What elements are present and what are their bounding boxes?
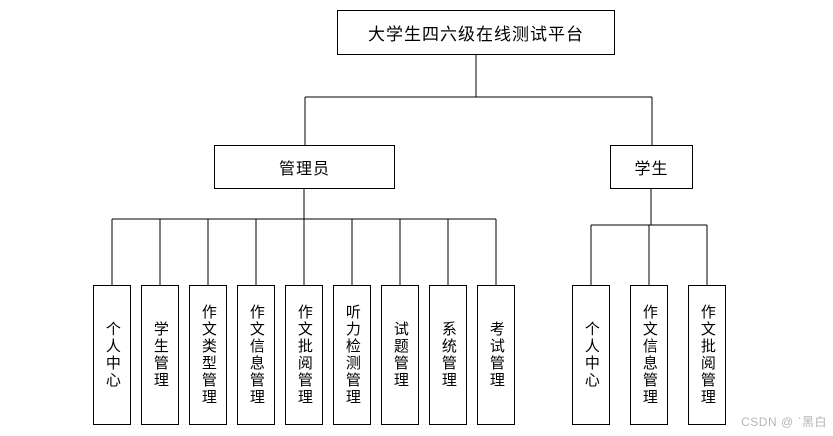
node-admin-child-2[interactable]: 学生管理: [141, 285, 179, 425]
node-label: 系统管理: [439, 321, 457, 389]
node-role-admin[interactable]: 管理员: [214, 145, 395, 189]
node-label: 学生管理: [151, 321, 169, 389]
node-label: 学生: [634, 161, 669, 178]
node-admin-child-6[interactable]: 听力检测管理: [333, 285, 371, 425]
node-label: 听力检测管理: [343, 304, 361, 406]
node-student-child-3[interactable]: 作文批阅管理: [688, 285, 726, 425]
node-label: 作文批阅管理: [698, 304, 716, 406]
csdn-watermark: CSDN @ ˋ黑白: [741, 415, 827, 429]
node-role-student[interactable]: 学生: [610, 145, 693, 189]
node-label: 考试管理: [487, 321, 505, 389]
node-student-child-2[interactable]: 作文信息管理: [630, 285, 668, 425]
node-label: 管理员: [278, 161, 330, 178]
node-admin-child-4[interactable]: 作文信息管理: [237, 285, 275, 425]
node-label: 大学生四六级在线测试平台: [368, 25, 584, 44]
node-label: 作文批阅管理: [295, 304, 313, 406]
node-admin-child-9[interactable]: 考试管理: [477, 285, 515, 425]
node-admin-child-3[interactable]: 作文类型管理: [189, 285, 227, 425]
node-admin-child-8[interactable]: 系统管理: [429, 285, 467, 425]
node-label: 作文信息管理: [640, 304, 658, 406]
node-admin-child-7[interactable]: 试题管理: [381, 285, 419, 425]
node-admin-child-5[interactable]: 作文批阅管理: [285, 285, 323, 425]
node-label: 个人中心: [103, 321, 121, 389]
node-label: 个人中心: [582, 321, 600, 389]
node-student-child-1[interactable]: 个人中心: [572, 285, 610, 425]
node-label: 试题管理: [391, 321, 409, 389]
node-label: 作文信息管理: [247, 304, 265, 406]
node-label: 作文类型管理: [199, 304, 217, 406]
node-admin-child-1[interactable]: 个人中心: [93, 285, 131, 425]
node-root-platform[interactable]: 大学生四六级在线测试平台: [337, 10, 615, 55]
